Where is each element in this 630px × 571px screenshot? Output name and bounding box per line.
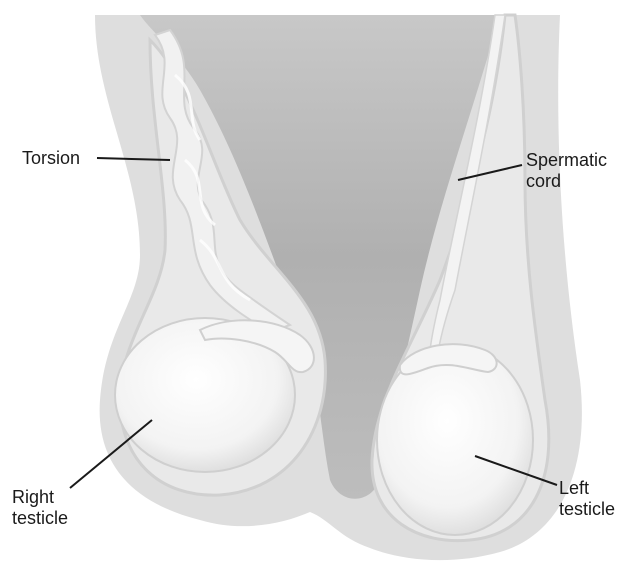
spermatic-cord-label-line2: cord (526, 171, 607, 192)
left-testicle-body (377, 345, 533, 535)
torsion-label: Torsion (22, 148, 80, 169)
left-testicle-label: Left testicle (559, 478, 615, 520)
right-testicle-label-line2: testicle (12, 508, 68, 529)
spermatic-cord-label-line1: Spermatic (526, 150, 607, 171)
right-testicle-label-line1: Right (12, 487, 68, 508)
left-testicle-label-line1: Left (559, 478, 615, 499)
top-fade (0, 0, 630, 60)
torsion-label-text: Torsion (22, 148, 80, 169)
left-testicle-label-line2: testicle (559, 499, 615, 520)
right-testicle-label: Right testicle (12, 487, 68, 529)
spermatic-cord-label: Spermatic cord (526, 150, 607, 192)
